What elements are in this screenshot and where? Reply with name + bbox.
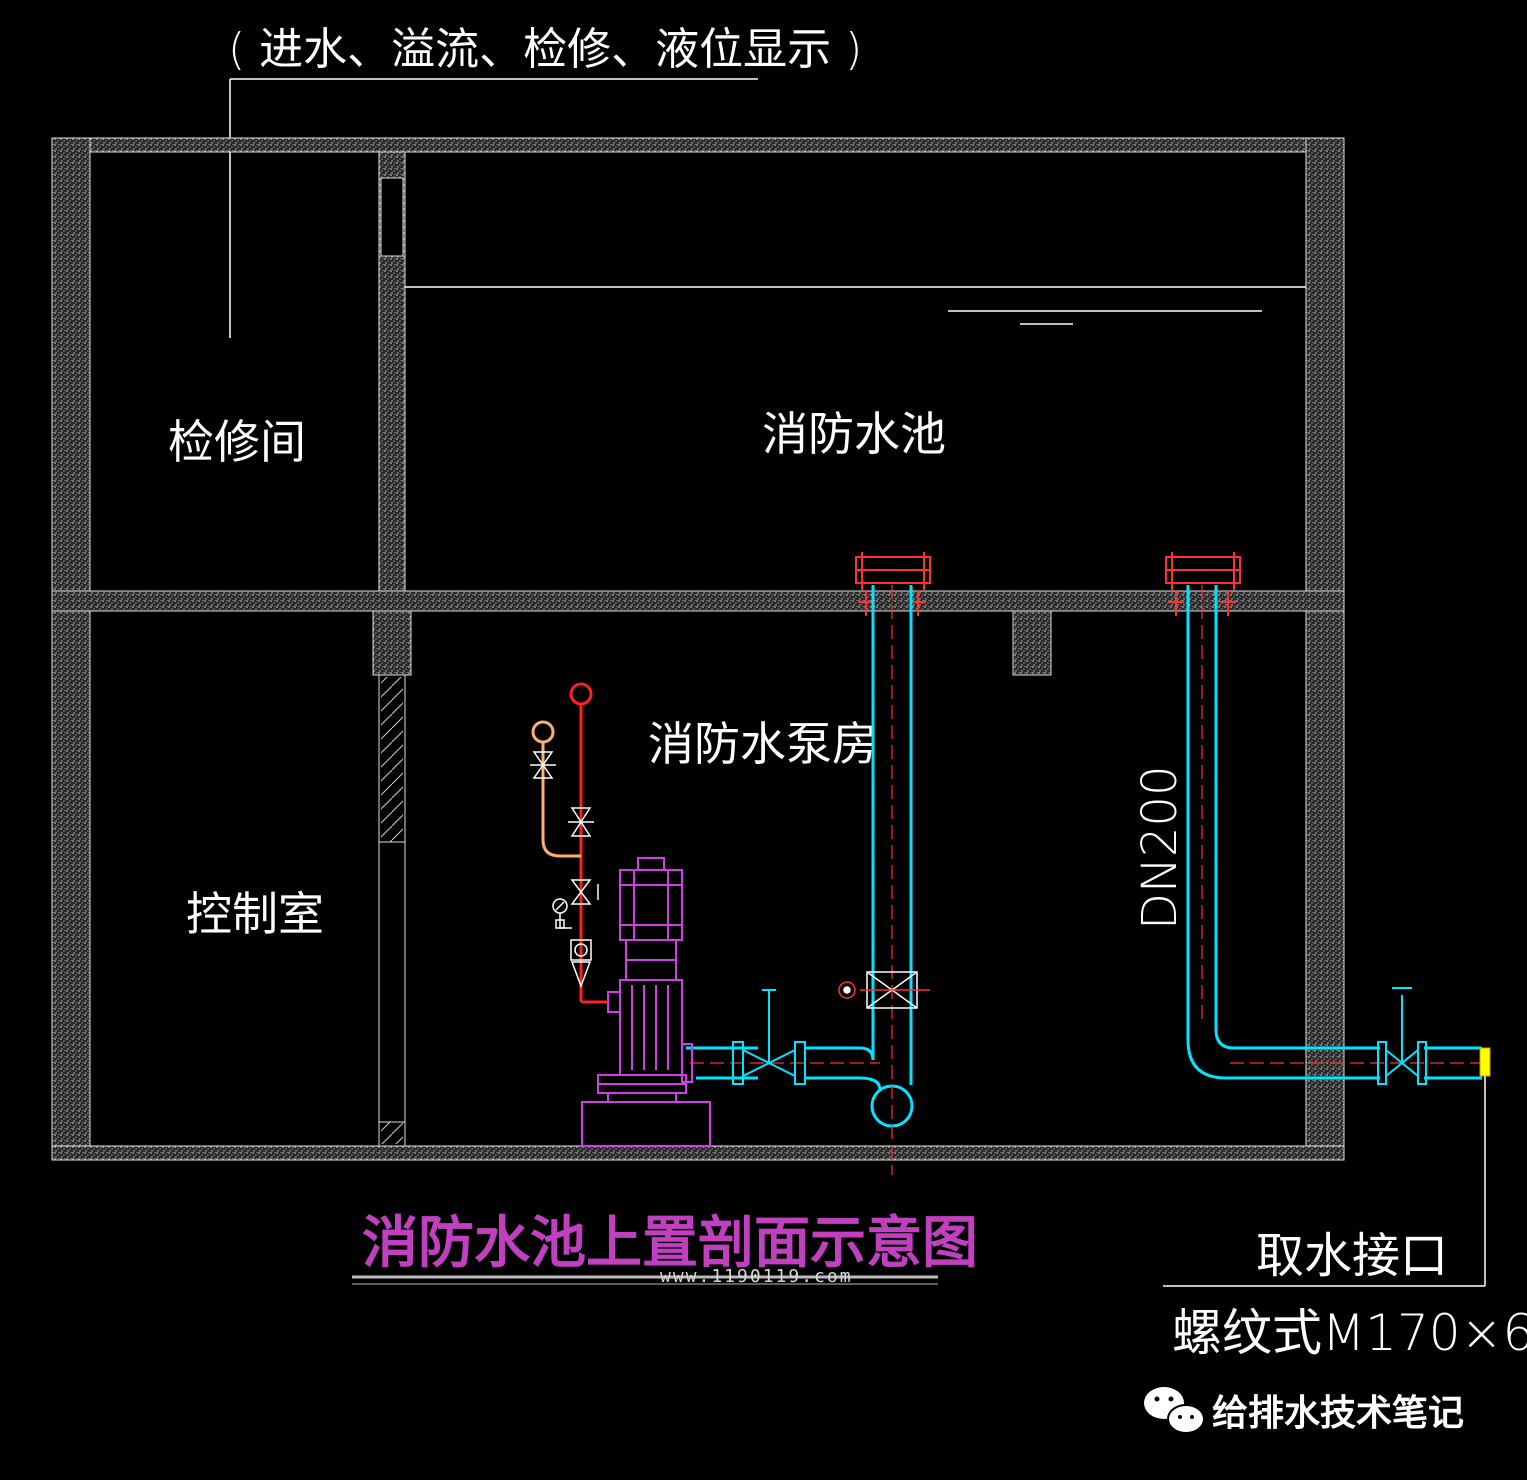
- discharge-branch: [531, 720, 581, 858]
- wechat-icon: [1144, 1387, 1205, 1434]
- room-label-fire-pool: 消防水池: [762, 407, 946, 461]
- diagram-title: 消防水池上置剖面示意图: [362, 1211, 978, 1276]
- wall-penetration-flange-right: [1165, 552, 1241, 616]
- brand-name: 给排水技术笔记: [1212, 1393, 1464, 1434]
- intake-callout: 取水接口 螺纹式M170×6: [1163, 1076, 1527, 1362]
- butterfly-valve-icon: [838, 971, 930, 1009]
- discharge-riser: [569, 682, 608, 1004]
- suction-pipe-centerline: [690, 585, 893, 1175]
- gate-valve-icon: [732, 989, 806, 1085]
- fire-pump: [581, 857, 711, 1147]
- suction-pipe: [686, 585, 914, 1128]
- watermark-url: www.1190119.com: [660, 1266, 853, 1287]
- callout-top-text: ( 进水、溢流、检修、液位显示 ): [228, 24, 862, 75]
- brand-block: 给排水技术笔记: [1144, 1387, 1464, 1434]
- top-callout: ( 进水、溢流、检修、液位显示 ): [228, 24, 862, 338]
- check-valve-icon: [570, 879, 599, 989]
- room-label-maintenance: 检修间: [168, 415, 306, 469]
- intake-pipe: [1186, 585, 1482, 1080]
- intake-pipe-centerline: [1201, 585, 1482, 1064]
- room-label-control-room: 控制室: [186, 887, 324, 941]
- water-level-lines: [405, 286, 1306, 325]
- pressure-gauge-icon: [552, 898, 572, 929]
- diagram-title-block: 消防水池上置剖面示意图 www.1190119.com: [352, 1211, 978, 1287]
- pipe-size-label: DN200: [1132, 766, 1188, 930]
- room-label-pump-room: 消防水泵房: [648, 717, 878, 771]
- wall-penetration-flange-left: [855, 552, 931, 616]
- riser-gate-valve-icon: [530, 751, 594, 837]
- intake-coupling: [1479, 1047, 1491, 1077]
- intake-spec: 螺纹式M170×6: [1172, 1304, 1527, 1362]
- intake-label: 取水接口: [1256, 1228, 1448, 1284]
- building-walls: [51, 137, 1345, 1161]
- intake-gate-valve-icon: [1377, 987, 1427, 1085]
